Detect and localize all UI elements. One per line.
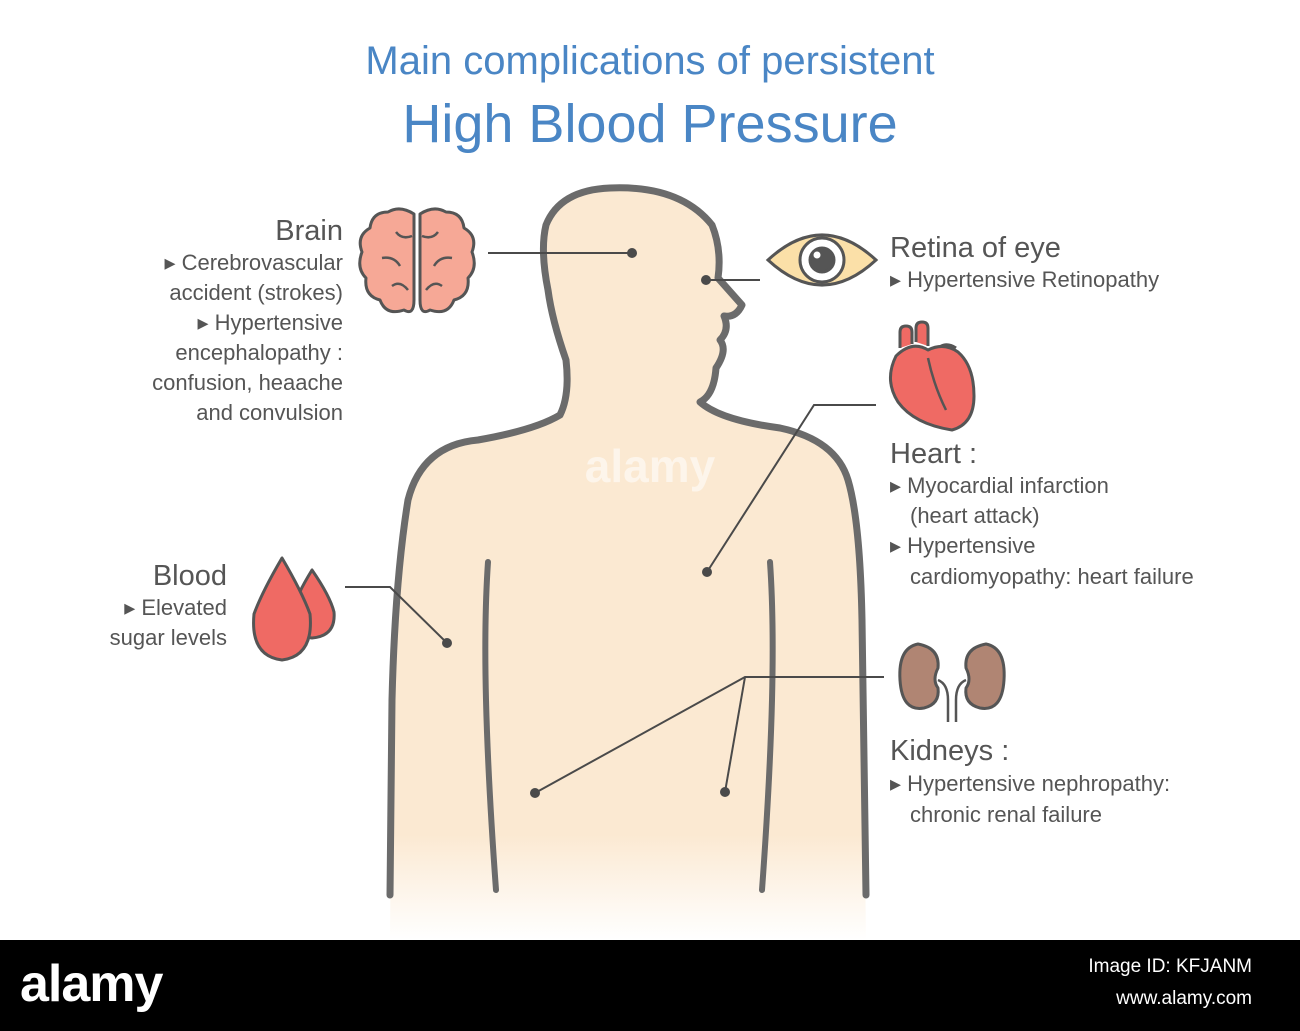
heart-icon [889,320,976,432]
brain-icon [358,207,476,314]
kidneys-line-1: ▸ Hypertensive nephropathy: [890,771,1170,796]
kidney-right [964,642,1006,710]
kidneys-line-2: chronic renal failure [910,802,1102,827]
kidney-leader-2 [724,676,746,793]
eye-line-1: ▸ Hypertensive Retinopathy [890,267,1159,292]
kidney-left [898,642,940,710]
kidney-dot-2 [720,787,730,797]
heart-dot [702,567,712,577]
blood-label: Blood ▸ Elevated sugar levels [110,560,227,650]
diagram: Main complications of persistent High Bl… [110,39,1194,940]
heart-line-3: ▸ Hypertensive [890,533,1036,558]
brain-dot [627,248,637,258]
kidneys-label: Kidneys : ▸ Hypertensive nephropathy: ch… [890,735,1170,827]
heart-label: Heart : ▸ Myocardial infarction (heart a… [890,438,1194,589]
blood-dot [442,638,452,648]
brain-left-hemisphere [358,207,416,314]
leader-dots [442,248,730,798]
body-outline [386,184,870,899]
eye-dot [701,275,711,285]
blood-heading: Blood [153,560,227,592]
watermark: alamy [585,440,716,492]
heart-heading: Heart : [890,438,977,470]
eye-heading: Retina of eye [890,232,1061,264]
blood-line-2: sugar levels [110,625,227,650]
brain-line-1: ▸ Cerebrovascular [164,250,343,275]
brain-right-hemisphere [418,207,476,314]
blood-drops-icon [252,556,336,662]
brain-heading: Brain [275,215,343,247]
heart-line-1: ▸ Myocardial infarction [890,473,1109,498]
footer-url: www.alamy.com [1116,988,1252,1009]
stock-footer-bar: alamy Image ID: KFJANM www.alamy.com [0,940,1300,1031]
eye-icon [765,233,879,287]
footer-image-id: Image ID: KFJANM [1088,956,1252,977]
brain-line-3: ▸ Hypertensive [197,310,343,335]
blood-drop-front [252,556,312,662]
left-arm-line [482,559,499,893]
human-body [386,184,870,940]
eye-pupil [808,246,836,274]
footer-logo: alamy [20,955,163,1013]
brain-line-2: accident (strokes) [169,280,343,305]
blood-leader [345,586,448,644]
brain-folds [381,231,453,291]
kidneys-icon [898,642,1006,722]
blood-line-1: ▸ Elevated [124,595,227,620]
brain-line-5: confusion, heaache [152,370,343,395]
right-arm-line [759,559,776,893]
body-silhouette [390,187,866,940]
kidney-ureters [937,678,967,722]
eye-highlight [813,251,821,259]
heart-body [889,344,976,432]
kidney-dot-1 [530,788,540,798]
heart-line-4: cardiomyopathy: heart failure [910,564,1194,589]
eye-label: Retina of eye ▸ Hypertensive Retinopathy [890,232,1159,292]
title-line-2: High Blood Pressure [402,94,897,154]
leader-lines [345,252,884,794]
heart-detail [926,357,948,411]
brain-line-6: and convulsion [196,400,343,425]
kidneys-heading: Kidneys : [890,735,1009,767]
title-line-1: Main complications of persistent [365,39,934,83]
heart-line-2: (heart attack) [910,503,1040,528]
brain-line-4: encephalopathy : [175,340,343,365]
heart-leader [706,404,876,573]
brain-label: Brain ▸ Cerebrovascular accident (stroke… [152,215,343,425]
